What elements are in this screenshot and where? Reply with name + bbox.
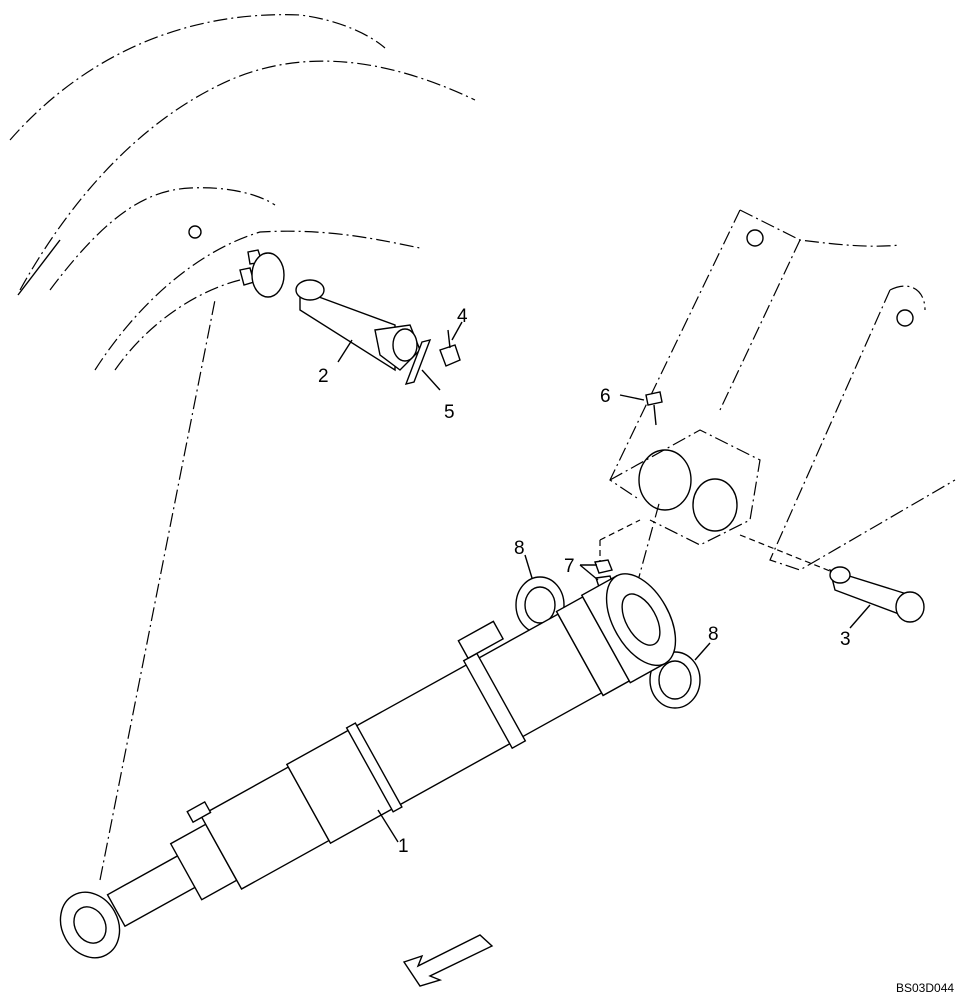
callout-8-lower: 8 — [708, 624, 719, 645]
part-2-pin — [295, 279, 421, 372]
drawing-code: BS03D044 — [896, 981, 954, 995]
callout-5: 5 — [444, 402, 455, 423]
part-1-cylinder — [59, 573, 677, 959]
leader-rod-to-boom — [99, 299, 216, 881]
callout-2: 2 — [318, 366, 329, 387]
arrow-front-icon — [402, 934, 494, 987]
callout-6: 6 — [600, 386, 611, 407]
part-8-shim-lower — [649, 651, 701, 709]
part-6-bolt — [645, 391, 663, 426]
callout-7: 7 — [564, 556, 575, 577]
callout-3: 3 — [840, 629, 851, 650]
callout-8-upper: 8 — [514, 538, 525, 559]
part-5-plate — [404, 338, 432, 386]
callout-1: 1 — [398, 836, 409, 857]
boom-outline — [9, 14, 476, 371]
boom-bracket — [239, 249, 285, 298]
arm-outline — [599, 209, 956, 576]
leader-lines — [337, 321, 871, 843]
callout-4: 4 — [457, 306, 468, 327]
part-3-pin — [829, 566, 925, 623]
part-4-bolt — [439, 329, 461, 367]
